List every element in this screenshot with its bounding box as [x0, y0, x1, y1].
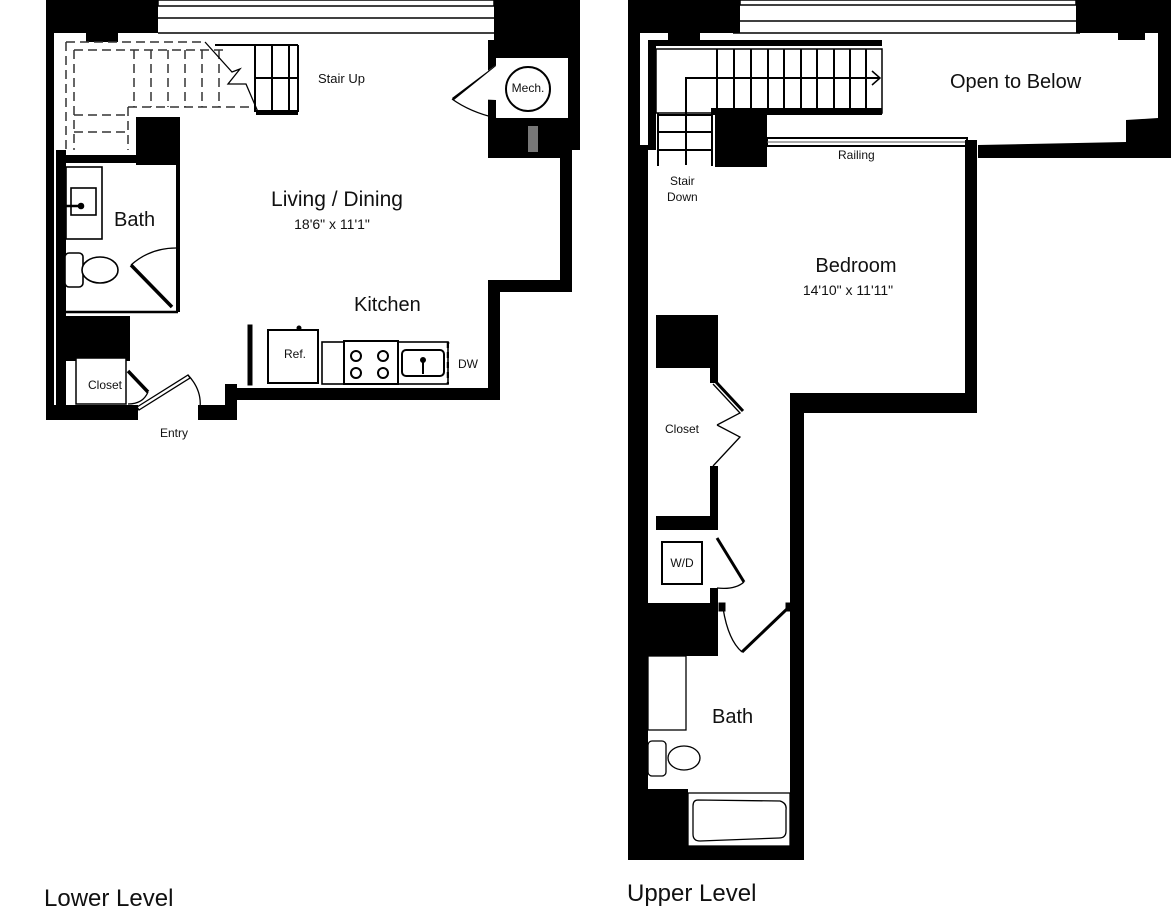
upper-level-title: Upper Level: [627, 880, 757, 907]
kitchen-sink: [401, 349, 445, 377]
wall-left: [628, 145, 648, 860]
wall-right: [965, 140, 977, 412]
toilet: [647, 740, 701, 777]
upper-bath-label: Bath: [712, 706, 754, 728]
closet-bifold-door: [712, 380, 745, 467]
stair-up-label: Stair Up: [318, 71, 365, 86]
bath-vanity-sink: [65, 166, 103, 240]
dishwasher: [449, 344, 487, 384]
railing: [766, 137, 968, 147]
kitchen-label: Kitchen: [354, 294, 421, 316]
entry-label: Entry: [160, 426, 189, 440]
refrigerator-label: Ref.: [283, 347, 307, 361]
wall-mass: [46, 0, 158, 42]
bedroom-label: Bedroom: [815, 255, 897, 277]
railing-label: Railing: [838, 148, 875, 162]
kitchen-counter: [247, 324, 487, 386]
upper-window: [733, 0, 1080, 34]
washer-dryer: [661, 541, 703, 585]
bath-door: [129, 247, 177, 309]
toilet: [64, 252, 119, 288]
bath-door: [718, 602, 793, 654]
refrigerator: [267, 329, 319, 384]
lower-closet-label: Closet: [88, 378, 123, 392]
bath-vanity: [647, 655, 687, 731]
stair-down-label-line2: Down: [667, 190, 698, 204]
wall-bottom: [225, 388, 500, 400]
entry-door: [136, 374, 201, 411]
mech-label: Mech.: [511, 81, 545, 95]
dishwasher-label: DW: [458, 357, 478, 371]
wall-right: [560, 150, 572, 292]
stair-down-label-line1: Stair: [670, 174, 695, 188]
upper-closet-label: Closet: [665, 422, 700, 436]
wall-left: [46, 33, 54, 420]
upper-level-plan: [628, 0, 1171, 860]
structural-column: [715, 115, 767, 167]
open-to-below-label: Open to Below: [950, 71, 1082, 93]
wall-mass: [978, 0, 1171, 158]
mech-closet: [450, 40, 572, 158]
lower-bath-label: Bath: [114, 209, 156, 231]
lower-level-plan: [46, 0, 580, 420]
stair-down: [655, 48, 883, 166]
wd-door: [715, 537, 746, 590]
bathtub: [687, 792, 791, 847]
stair-up: [204, 41, 299, 113]
wall-bottom: [628, 845, 804, 860]
living-dining-label: Living / Dining: [271, 188, 403, 211]
wall-mass: [494, 0, 580, 150]
stair-below-dashed: [65, 41, 255, 150]
washer-dryer-label: W/D: [670, 556, 694, 570]
mech-unit: [505, 66, 551, 112]
lower-level-title: Lower Level: [44, 885, 174, 912]
bedroom-dimensions: 14'10" x 11'11": [802, 282, 894, 298]
living-dining-dimensions: 18'6" x 11'1": [294, 216, 370, 232]
wall-mass: [628, 0, 740, 152]
lower-window: [157, 0, 495, 34]
closet-door: [126, 369, 150, 405]
